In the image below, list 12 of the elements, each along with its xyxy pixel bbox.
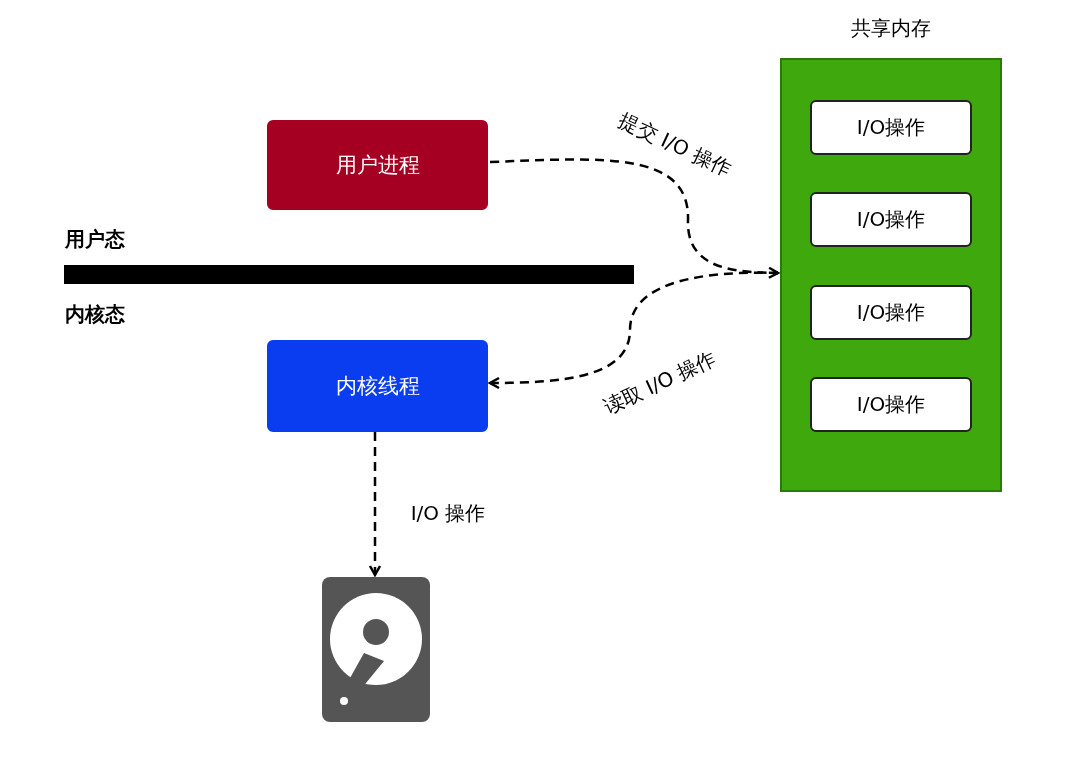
operation-box: I/O操作 xyxy=(810,192,972,247)
region-label: 内核态 xyxy=(65,301,125,328)
panel-heading: 共享内存 xyxy=(850,15,932,42)
operation-box: I/O操作 xyxy=(810,100,972,155)
operation-box: I/O操作 xyxy=(810,377,972,432)
arrow xyxy=(489,158,780,279)
arrow xyxy=(488,271,778,390)
arrow xyxy=(368,432,382,577)
region-label: 用户态 xyxy=(65,226,125,253)
process-box: 用户进程 xyxy=(267,120,488,210)
operation-box: I/O操作 xyxy=(810,285,972,340)
process-box: 内核线程 xyxy=(267,340,488,432)
